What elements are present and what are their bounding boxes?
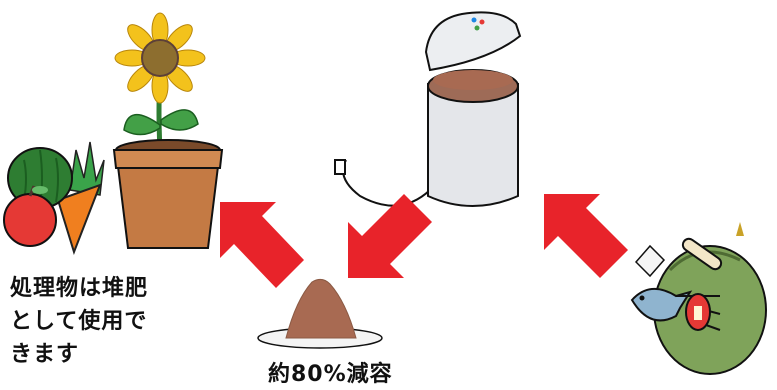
volume-reduction-label: 約80%減容	[268, 362, 393, 387]
garbage-processor-icon	[334, 11, 522, 207]
compost-note-line-1: 処理物は堆肥	[10, 276, 149, 301]
compost-pile-icon	[257, 278, 383, 349]
compost-note-line-2: として使用で	[10, 309, 148, 334]
compost-usage-note: 処理物は堆肥 として使用で きます	[10, 272, 210, 371]
arrow-to-pot	[220, 202, 304, 288]
food-waste-icon	[630, 222, 767, 375]
arrow-machine-to-pile	[348, 194, 432, 278]
flow-arrows	[220, 194, 628, 288]
vegetables-icon	[3, 141, 105, 256]
sunflower-pot-icon	[112, 12, 224, 249]
compost-note-line-3: きます	[10, 342, 80, 367]
arrow-waste-to-machine	[544, 194, 628, 278]
